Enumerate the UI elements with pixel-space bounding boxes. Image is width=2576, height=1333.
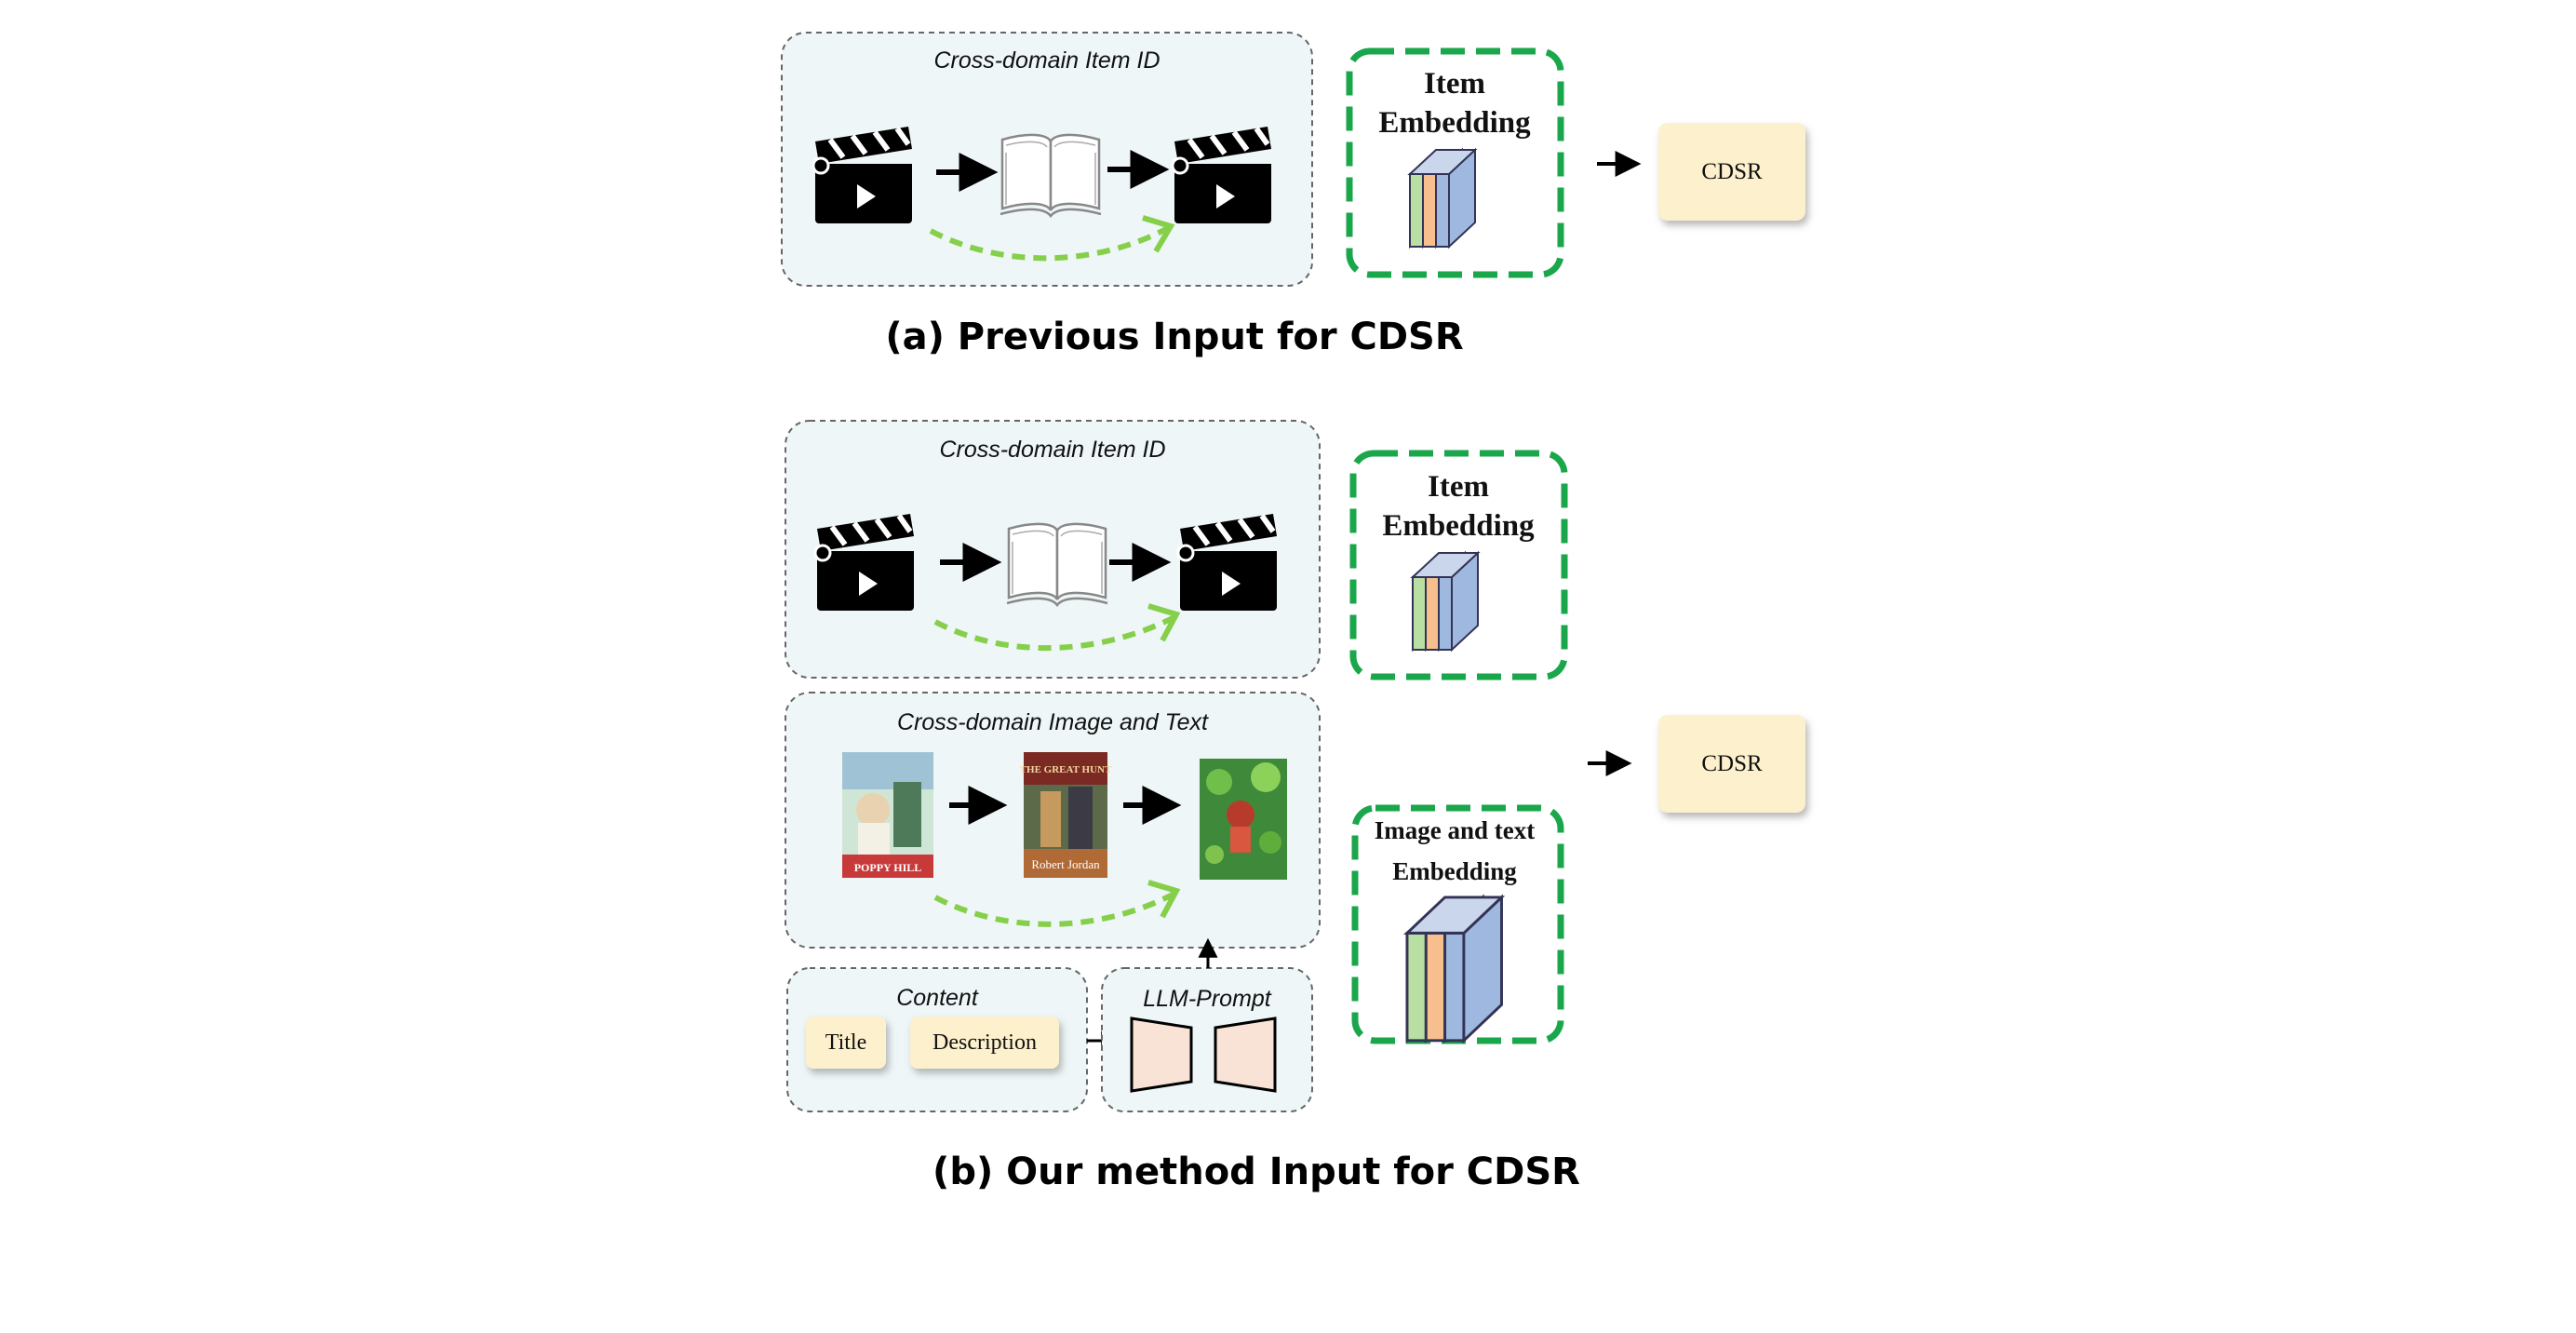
panel-b-content-title: Content	[896, 985, 979, 1011]
cross-domain-arrow-icon	[933, 891, 1176, 927]
poster-2-author-text: Robert Jordan	[1031, 857, 1100, 871]
content-title-chip	[806, 1017, 886, 1069]
decoder-trapezoid-icon	[1214, 1017, 1277, 1093]
open-book-icon	[1005, 522, 1109, 607]
panel-b-image-embedding-title-2: Embedding	[1392, 857, 1517, 885]
panel-a-embedding-title-1: Item	[1424, 67, 1485, 101]
clapperboard-icon	[1173, 127, 1271, 223]
movie-poster-image: POPPY HILL	[842, 752, 933, 878]
panel-b-id-box-title: Cross-domain Item ID	[939, 437, 1165, 463]
clapperboard-icon	[813, 127, 912, 223]
book-cover-image: THE GREAT HUNT Robert Jordan	[1020, 752, 1112, 878]
panel-b-item-embedding-box	[1349, 450, 1568, 680]
clapperboard-icon	[815, 514, 914, 611]
panel-a: Cross-domain Item ID Item Embedding CDSR…	[781, 32, 1805, 358]
panel-b: Cross-domain Item ID Cross-domain Image …	[785, 420, 1805, 1193]
panel-b-prompt-title: LLM-Prompt	[1143, 986, 1272, 1012]
cross-domain-arrow-head-icon	[1142, 215, 1175, 253]
content-description-label: Description	[932, 1030, 1037, 1055]
open-book-icon	[999, 133, 1103, 218]
cross-domain-arrow-icon	[933, 614, 1176, 652]
encoder-trapezoid-icon	[1130, 1017, 1193, 1093]
panel-b-image-embedding-title-1: Image and text	[1375, 816, 1535, 844]
panel-a-item-embedding-box	[1346, 47, 1564, 278]
panel-b-cdsr-label: CDSR	[1701, 751, 1763, 776]
panel-a-id-box-title: Cross-domain Item ID	[933, 47, 1160, 74]
movie-poster-image	[1200, 759, 1287, 880]
panel-b-caption: (b) Our method Input for CDSR	[932, 1151, 1580, 1193]
item-embedding-layers-icon	[1412, 552, 1479, 651]
cross-domain-arrow-head-icon	[1147, 880, 1181, 919]
item-embedding-layers-icon	[1409, 149, 1476, 248]
panel-b-cdsr-box	[1658, 715, 1805, 813]
panel-a-embedding-title-2: Embedding	[1378, 106, 1531, 140]
panel-a-cdsr-box	[1658, 123, 1805, 221]
content-title-label: Title	[825, 1030, 866, 1055]
cross-domain-arrow-head-icon	[1147, 603, 1181, 642]
cross-domain-arrow-icon	[929, 225, 1170, 262]
clapperboard-icon	[1178, 514, 1277, 611]
poster-2-title-text: THE GREAT HUNT	[1020, 764, 1112, 775]
image-text-embedding-layers-icon	[1405, 895, 1503, 1043]
panel-b-image-box-title: Cross-domain Image and Text	[897, 709, 1209, 735]
panel-b-item-embedding-title-1: Item	[1428, 470, 1489, 504]
panel-b-item-embedding-title-2: Embedding	[1382, 509, 1535, 543]
poster-1-text: POPPY HILL	[854, 861, 922, 874]
panel-a-cdsr-label: CDSR	[1701, 159, 1763, 184]
panel-a-caption: (a) Previous Input for CDSR	[885, 316, 1463, 358]
content-description-chip	[910, 1017, 1059, 1069]
